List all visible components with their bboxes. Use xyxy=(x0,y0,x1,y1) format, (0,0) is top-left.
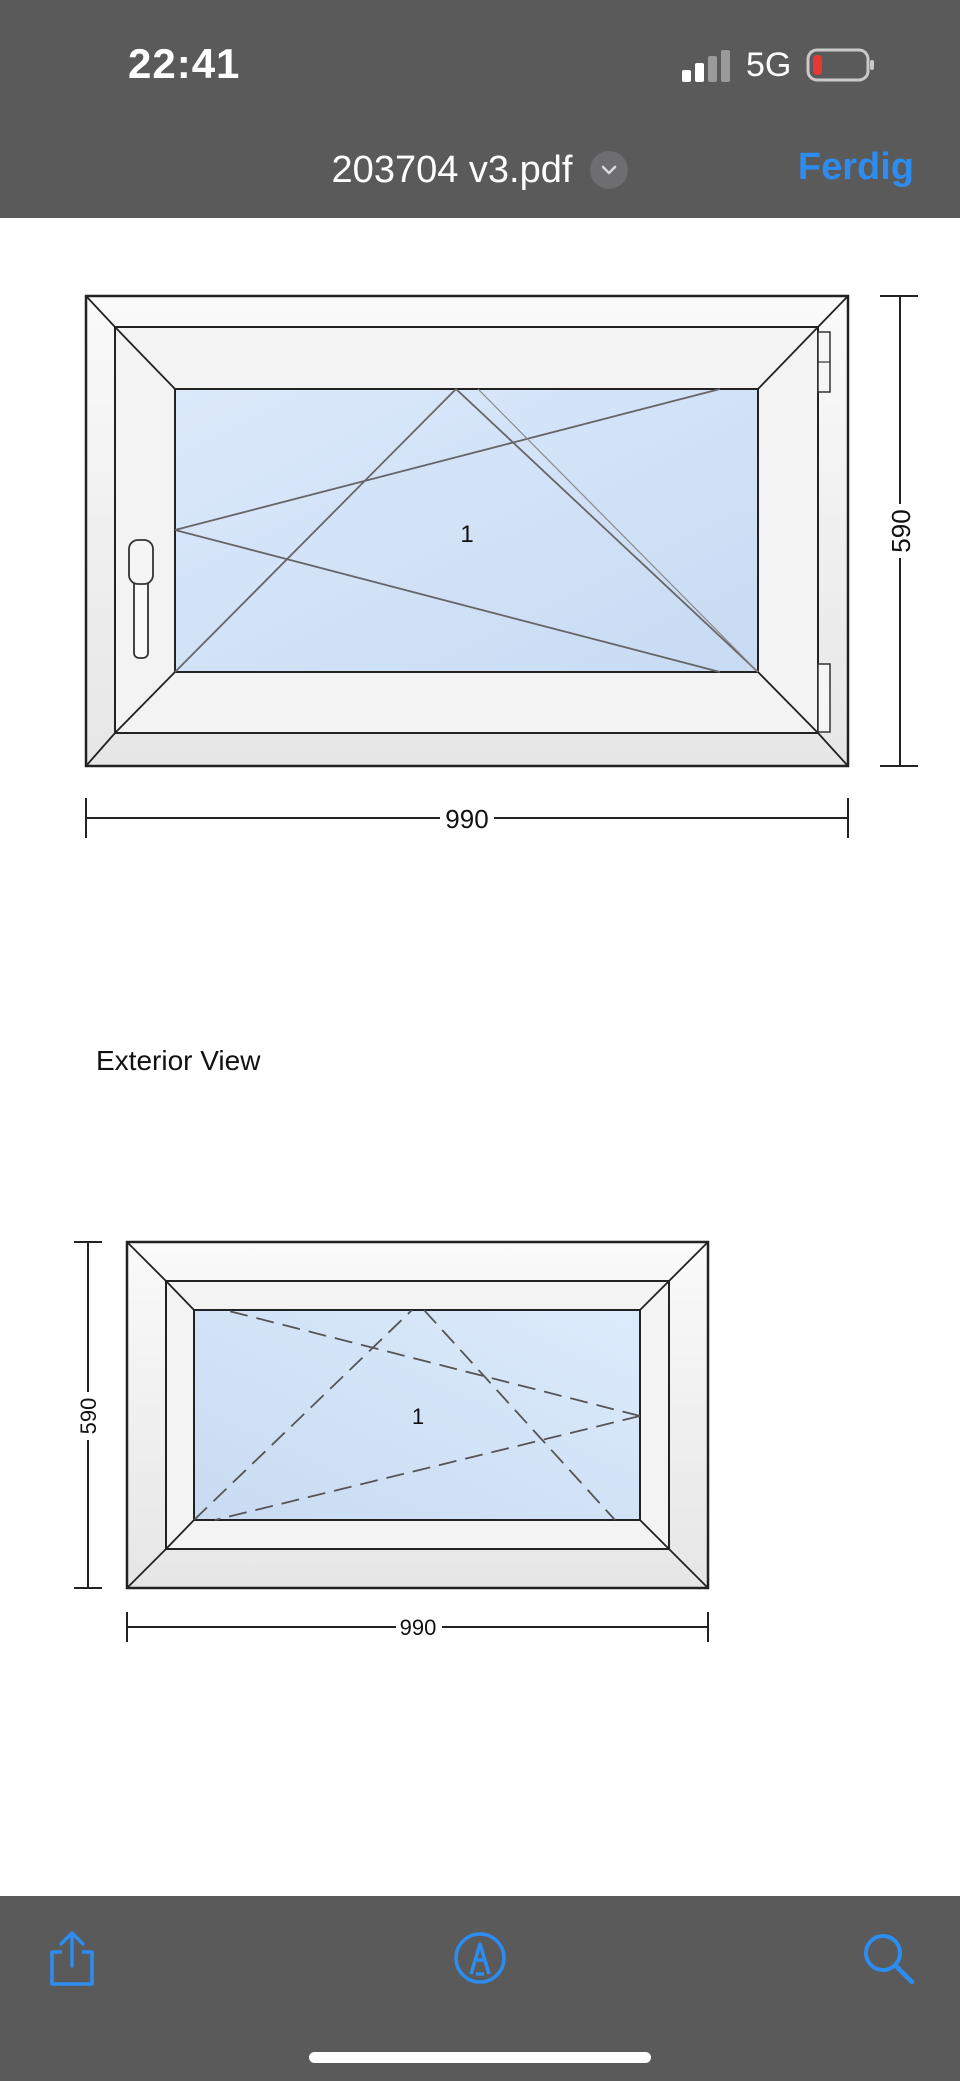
exterior-width-dimension: 990 xyxy=(126,1612,709,1642)
share-icon[interactable] xyxy=(42,1928,102,1988)
interior-width-label: 990 xyxy=(445,804,488,834)
exterior-width-label: 990 xyxy=(400,1615,437,1640)
exterior-view-label: Exterior View xyxy=(96,1045,261,1076)
chevron-down-icon xyxy=(602,165,617,175)
top-bar: 22:41 5G 203704 v3.pdf Ferdig xyxy=(0,0,960,218)
bottom-toolbar xyxy=(0,1896,960,2081)
markup-icon[interactable] xyxy=(450,1928,510,1988)
cellular-signal-icon xyxy=(682,50,730,82)
network-type: 5G xyxy=(746,46,792,84)
title-menu-button[interactable] xyxy=(590,151,629,189)
done-button[interactable]: Ferdig xyxy=(797,146,914,188)
interior-window-drawing: 1 xyxy=(84,294,850,768)
exterior-window-drawing: 1 xyxy=(125,1240,710,1590)
exterior-sash-number: 1 xyxy=(412,1404,424,1429)
document-title-area: 203704 v3.pdf xyxy=(0,140,960,200)
home-indicator[interactable] xyxy=(309,2052,651,2063)
battery-icon xyxy=(806,48,874,82)
interior-sash-number: 1 xyxy=(460,521,473,548)
pdf-page[interactable]: 1 990 590 1 xyxy=(0,218,960,1896)
interior-height-dimension: 590 xyxy=(880,295,918,767)
exterior-height-dimension: 590 xyxy=(74,1241,102,1589)
status-time: 22:41 xyxy=(128,40,241,87)
interior-width-dimension: 990 xyxy=(85,798,849,838)
interior-height-label: 590 xyxy=(886,509,916,552)
exterior-height-label: 590 xyxy=(76,1398,101,1435)
document-title[interactable]: 203704 v3.pdf xyxy=(331,148,573,191)
search-icon[interactable] xyxy=(858,1928,918,1988)
window-handle-icon xyxy=(128,539,154,659)
